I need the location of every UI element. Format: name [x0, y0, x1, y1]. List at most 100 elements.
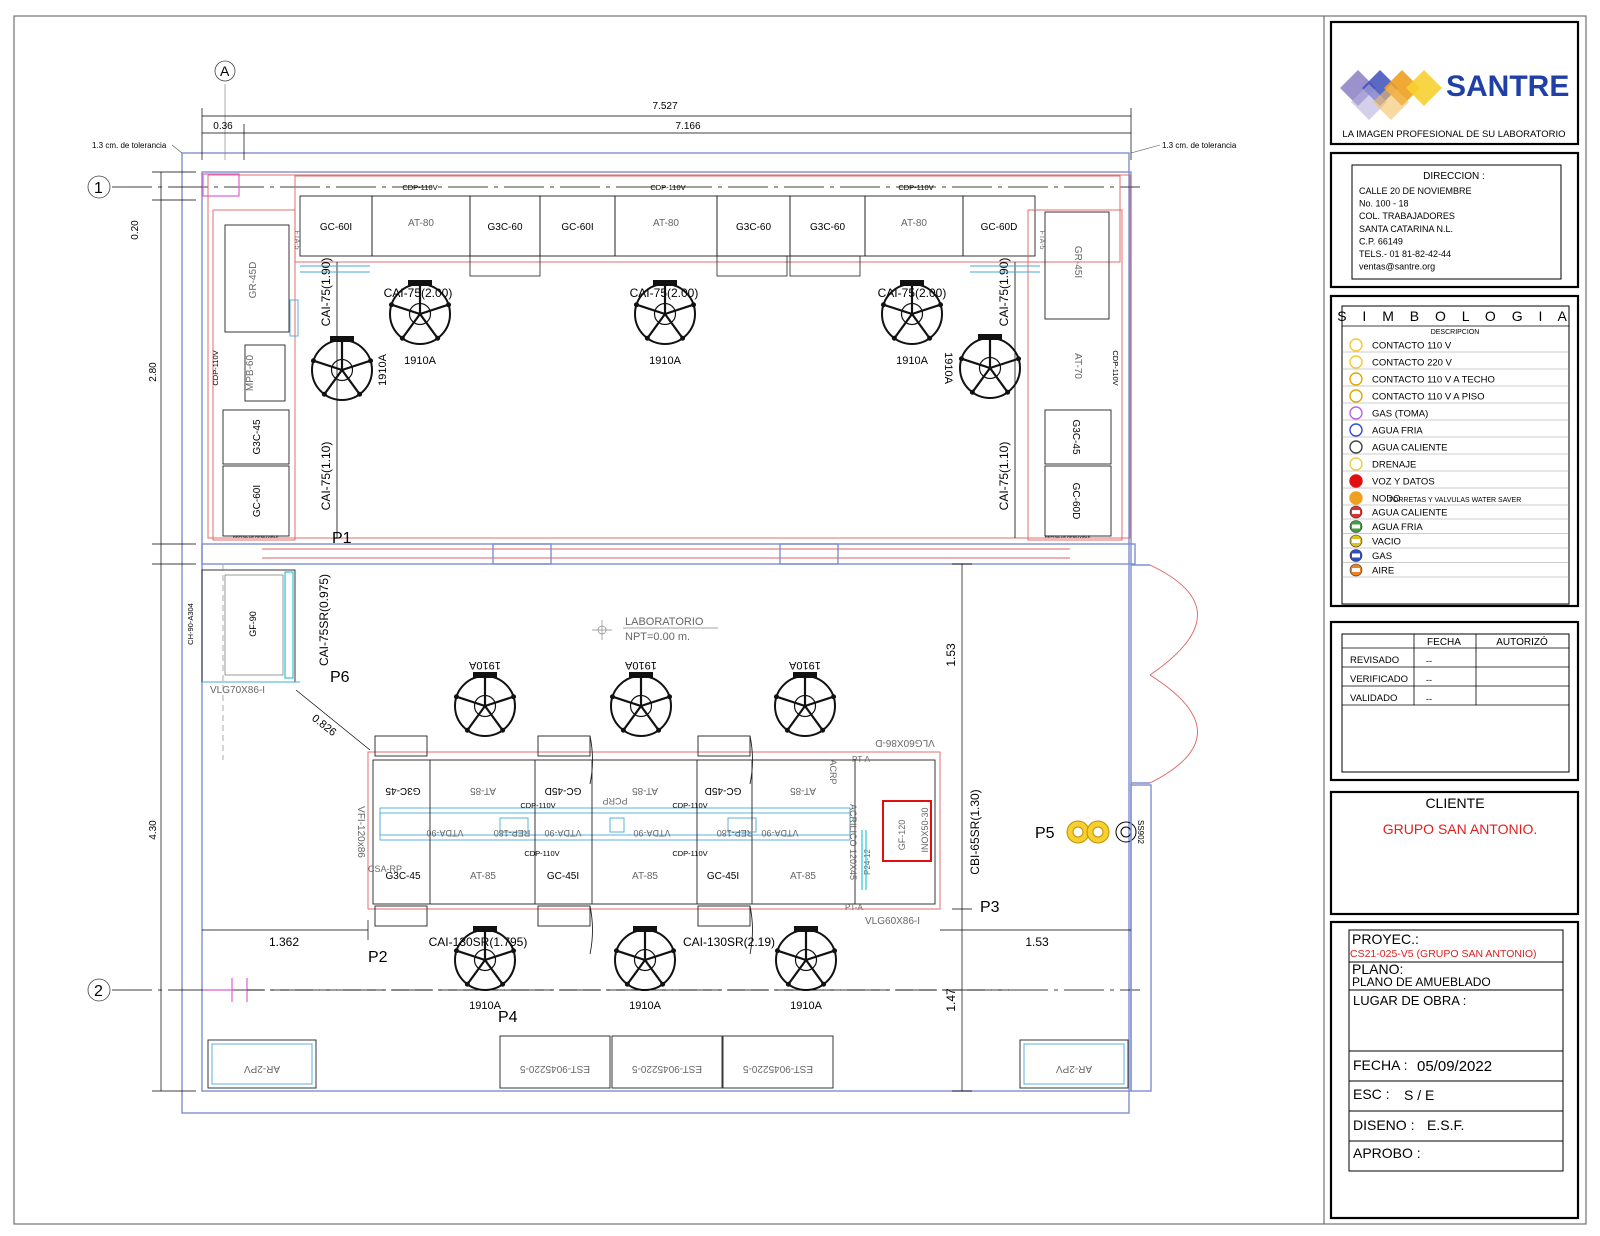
logo-panel: SANTRE LA IMAGEN PROFESIONAL DE SU LABOR… — [1329, 20, 1580, 146]
gas-outlet-icon — [1349, 406, 1363, 420]
approval-row-verificado: VERIFICADO — [1350, 674, 1408, 685]
island-shelf: VTDA-90 — [544, 828, 581, 838]
dim-overall-label: 7.527 — [652, 101, 677, 112]
scale-label: ESC : — [1353, 1086, 1390, 1102]
tolerance-left: 1.3 cm. de tolerancia — [92, 141, 167, 150]
door-p2-label: P2 — [368, 949, 388, 966]
dim-door-height-label: 1.53 — [944, 643, 958, 667]
outlet-top-1: CDP-110V — [402, 183, 437, 192]
legend-section-title: TORRETAS Y VALVULAS WATER SAVER — [1389, 497, 1522, 504]
right-cabinet-at70: AT-70 — [1072, 353, 1083, 379]
dim-top-offset-label: 0.20 — [130, 220, 141, 240]
sink-gf120 — [882, 800, 932, 862]
island-vent-bottom: VLG60X86-I — [865, 916, 920, 927]
island-shelf: REP-180 — [494, 828, 531, 838]
ceiling-outlet-icon — [1349, 372, 1363, 386]
island-shelf: VTDA-90 — [761, 828, 798, 838]
top-cabinet-label: AT-80 — [901, 218, 927, 229]
legend-item-label: DRENAJE — [1372, 460, 1416, 471]
island-shelf: REP-180 — [717, 828, 754, 838]
top-cabinet-label: GC-60I — [320, 222, 352, 233]
sink-cai130-2: CAI-130SR(2.19) — [683, 935, 775, 949]
legend-subtitle: DESCRIPCION — [1431, 329, 1480, 336]
design-label: DISENO : — [1353, 1117, 1414, 1133]
dim-p2-left-label: 1.362 — [269, 935, 299, 949]
floor-plan: A 1 2 1.3 cm. de tolerancia 1.3 cm. de t… — [87, 60, 1237, 1114]
dimension-inner: 7.166 0.36 — [202, 121, 1131, 160]
island-vent-top: VLG60X86-D — [875, 737, 934, 748]
legend-valve-label: AGUA CALIENTE — [1372, 508, 1448, 519]
brand-name: SANTRE — [1446, 70, 1569, 103]
project-label: PROYEC.: — [1352, 931, 1419, 947]
left-cabinet-g3c45: G3C-45 — [252, 419, 263, 454]
chair-icon — [880, 280, 944, 345]
approval-header-date: FECHA — [1427, 637, 1461, 648]
island-bottom-cabinet: GC-45I — [547, 871, 579, 882]
chair-icon — [453, 926, 517, 991]
scale-value: S / E — [1404, 1087, 1434, 1103]
chair-label: 1910A — [788, 659, 820, 671]
dimension-left: 0.20 2.80 4.30 — [130, 171, 196, 1092]
chair-label: 1910A — [942, 352, 954, 384]
chair-icon — [613, 926, 677, 991]
chair-label: 1910A — [649, 355, 681, 367]
dimension-lower: 1.362 1.53 1.53 1.47 — [202, 563, 1131, 1092]
approval-row-validado: VALIDADO — [1350, 693, 1397, 704]
approve-label: APROBO : — [1353, 1145, 1421, 1161]
dim-right-gap-label: 1.53 — [1025, 935, 1049, 949]
bottom-shelf-2: EST-9045220-5 — [632, 1063, 702, 1074]
axis-1-marker: 1 — [87, 175, 1140, 199]
dim-left-offset-label: 0.36 — [213, 121, 233, 132]
room-level: NPT=0.00 m. — [625, 631, 690, 643]
dimension-overall: 7.527 — [201, 101, 1132, 160]
address-line: CALLE 20 DE NOVIEMBRE — [1359, 186, 1472, 196]
right-cabinet-gc60d: GC-60D — [1070, 483, 1081, 520]
chair-label: 1910A — [624, 659, 656, 671]
client-label: CLIENTE — [1425, 795, 1484, 811]
left-cabinet-mpb60: MPB-60 — [245, 355, 256, 392]
door-p5-label: P5 — [1035, 825, 1055, 842]
top-cabinet-label: G3C-60 — [810, 222, 845, 233]
left-remov-label: REPISA DE REMOVIBLE — [233, 534, 279, 539]
island-top-cabinet: G3C-45 — [385, 785, 420, 796]
island-sink-right: CBI-65SR(1.30) — [968, 789, 982, 874]
room-name: LABORATORIO — [625, 616, 704, 628]
air-unit-right: AR-2PV — [1056, 1063, 1092, 1074]
design-value: E.S.F. — [1427, 1117, 1464, 1133]
legend-valve-label: GAS — [1372, 551, 1392, 562]
chair-icon — [774, 926, 838, 991]
approval-row-revisado: REVISADO — [1350, 655, 1399, 666]
legend-item-label: CONTACTO 110 V A PISO — [1372, 392, 1484, 403]
brand-tagline: LA IMAGEN PROFESIONAL DE SU LABORATORIO — [1342, 129, 1565, 140]
hot-water-icon — [1349, 440, 1363, 454]
top-cabinet-label: G3C-60 — [487, 222, 522, 233]
door-p4-label: P4 — [498, 1009, 518, 1026]
plan-label: PLANO: — [1352, 961, 1403, 977]
service-outlets-p5: SS902 — [1066, 820, 1145, 845]
approval-value-verificado: -- — [1426, 675, 1432, 685]
voice-data-icon — [1349, 474, 1363, 488]
address-line: No. 100 - 18 — [1359, 199, 1409, 209]
axis-1-label: 1 — [94, 180, 103, 197]
chair-icon — [453, 672, 517, 737]
island-bottom-cabinet: GC-45I — [707, 871, 739, 882]
project-value: CS21-025-V5 (GRUPO SAN ANTONIO) — [1350, 948, 1537, 960]
fume-hood-vent-label: VLG70X86-I — [210, 685, 265, 696]
door-p1-label: P1 — [332, 530, 352, 547]
bottom-shelf-3: EST-9045220-5 — [743, 1063, 813, 1074]
project-panel: PROYEC.: CS21-025-V5 (GRUPO SAN ANTONIO)… — [1329, 920, 1580, 1220]
legend-panel: S I M B O L O G I A DESCRIPCION CONTACTO… — [1329, 294, 1580, 608]
sink-cai75-left-upper: CAI-75(1.90) — [319, 258, 333, 327]
dim-upper-height-label: 2.80 — [148, 362, 159, 382]
chair-icon — [633, 280, 697, 345]
legend-item-label: CONTACTO 110 V A TECHO — [1372, 375, 1495, 386]
right-cabinet-g3c45: G3C-45 — [1070, 419, 1081, 454]
fume-hood-gf90-label: GF-90 — [248, 611, 258, 637]
island-top-cabinet: GC-45D — [705, 785, 742, 796]
island-shelf: VTDA-90 — [426, 828, 463, 838]
island-gf: GF-120 — [897, 820, 907, 851]
island-bottom-cabinet: G3C-45 — [385, 871, 420, 882]
bottom-shelf-1: EST-9045220-5 — [520, 1063, 590, 1074]
